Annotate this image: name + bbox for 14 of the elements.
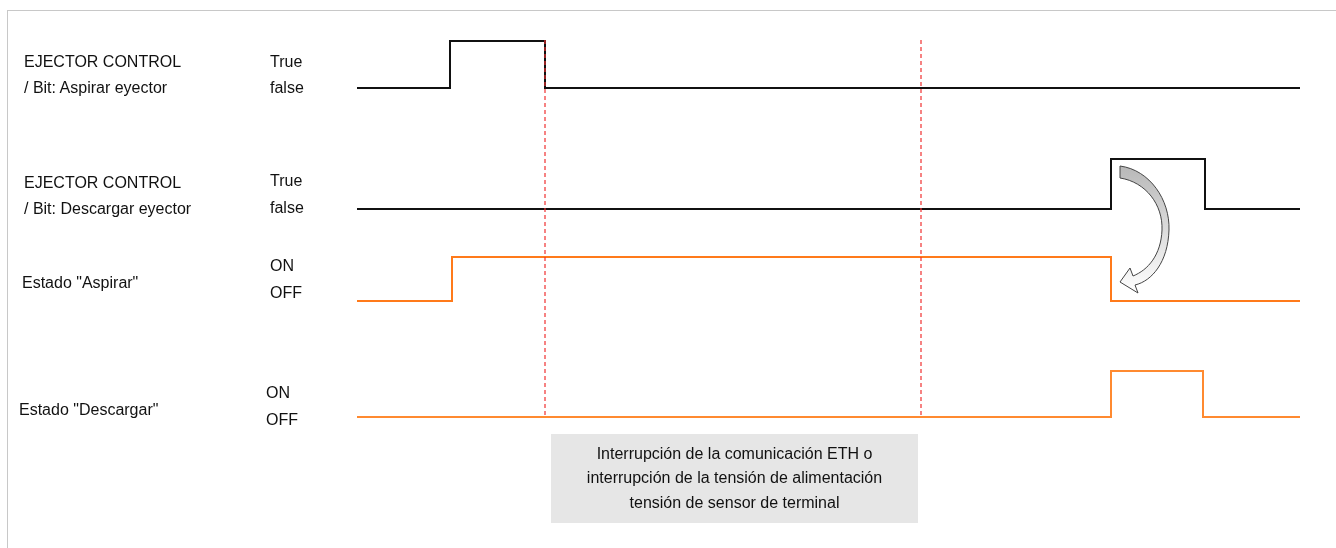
level-label: false xyxy=(270,78,304,98)
signal-name: Estado "Descargar" xyxy=(19,400,160,420)
level-label: ON xyxy=(270,256,294,276)
level-label: OFF xyxy=(266,410,298,430)
level-label: True xyxy=(270,171,303,191)
signal-name: EJECTOR CONTROL / Bit: Descargar eyector xyxy=(24,173,193,219)
level-label: OFF xyxy=(270,283,302,303)
level-label: false xyxy=(270,198,304,218)
signal-name: Estado "Aspirar" xyxy=(22,273,140,293)
note-text: Interrupción de la comunicación ETH o interrupción de la tensión de alimentación tensión de sensor de terminal xyxy=(585,443,884,513)
signal-name: EJECTOR CONTROL / Bit: Aspirar eyector xyxy=(24,52,183,98)
level-label: True xyxy=(270,52,303,72)
level-label: ON xyxy=(266,383,290,403)
note-box xyxy=(551,434,918,523)
